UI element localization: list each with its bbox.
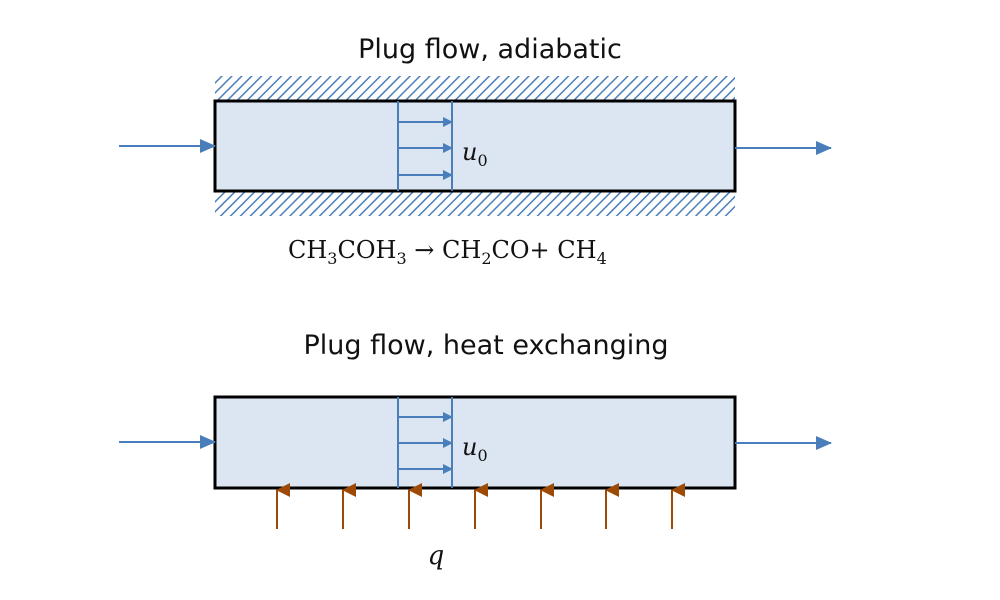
panel-title-adiabatic: Plug flow, adiabatic — [358, 34, 622, 65]
velocity-label-heat-exchanging: u0 — [462, 433, 488, 465]
heat-flux-arrows — [276, 483, 685, 529]
heat-flux-label: q — [428, 541, 445, 571]
panel-heat-exchanging: Plug flow, heat exchanging u0 q — [119, 330, 832, 571]
reaction-equation: CH3COH3 → CH2CO+ CH4 — [288, 236, 607, 268]
velocity-label-adiabatic: u0 — [462, 138, 488, 170]
panel-adiabatic: Plug flow, adiabatic u0 CH3COH3 → CH2CO+… — [119, 34, 832, 268]
insulation-top — [215, 76, 735, 102]
reactor-tube-adiabatic — [213, 99, 737, 193]
insulation-bottom — [215, 190, 735, 216]
panel-title-heat-exchanging: Plug flow, heat exchanging — [304, 330, 669, 361]
velocity-profile-heat-exchanging — [397, 397, 453, 488]
velocity-profile-adiabatic — [397, 101, 453, 191]
